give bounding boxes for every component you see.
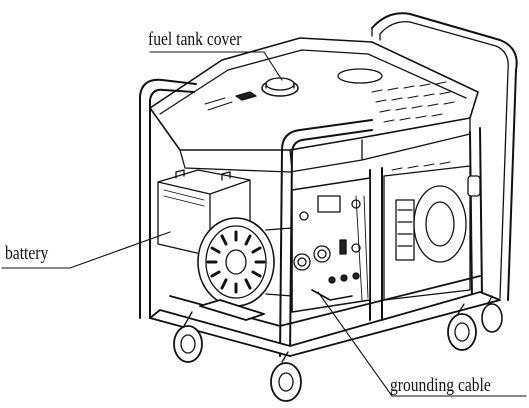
label-fuel-tank-cover: fuel tank cover xyxy=(148,29,242,50)
engine-block xyxy=(383,161,481,301)
label-grounding-cable: grounding cable xyxy=(390,375,491,396)
leader-lines xyxy=(1,51,527,397)
label-battery: battery xyxy=(5,243,49,264)
wheel-rear-right xyxy=(481,295,503,333)
alternator-end xyxy=(197,217,293,307)
leader-fuel-tank-cover xyxy=(149,51,283,81)
leader-grounding-cable xyxy=(317,291,527,397)
control-panel xyxy=(291,177,371,313)
base-frame xyxy=(149,275,501,357)
wheel-front-right xyxy=(270,351,302,402)
fuel-tank-cap xyxy=(235,77,299,101)
leader-battery xyxy=(1,231,171,269)
frame-rear xyxy=(371,12,518,301)
wheel-front-left xyxy=(173,311,203,363)
panel-meter xyxy=(317,195,341,213)
top-oval-recess xyxy=(337,68,383,84)
grounding-cable-line xyxy=(311,289,353,301)
top-housing xyxy=(149,37,479,173)
wheel-rear-left xyxy=(447,303,477,351)
vent-slots xyxy=(371,81,455,123)
